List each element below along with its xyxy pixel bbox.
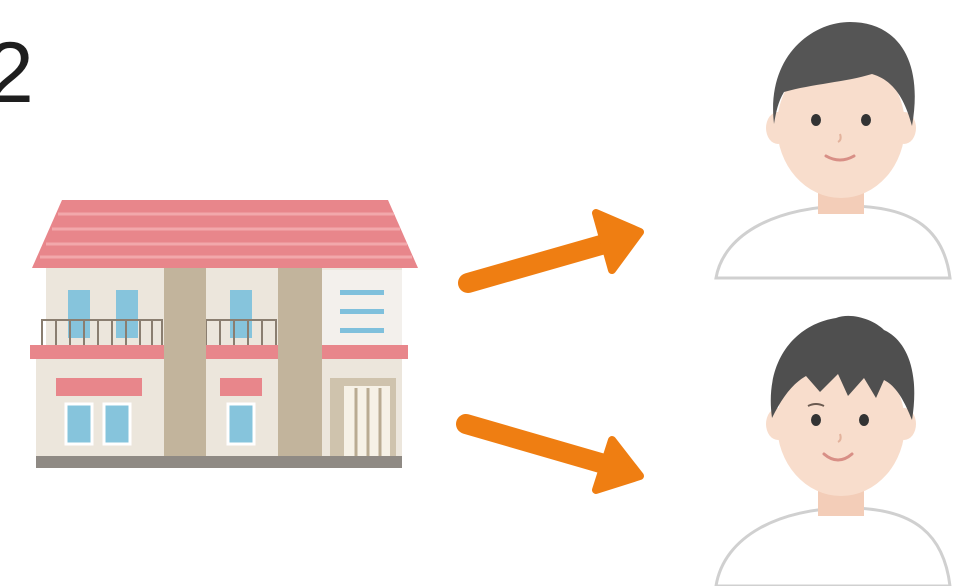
person-lower-eye-right bbox=[859, 414, 869, 426]
person-upper-eye-right bbox=[861, 114, 871, 126]
person-upper-eye-left bbox=[811, 114, 821, 126]
house-pillar-left bbox=[164, 268, 206, 464]
house-foundation bbox=[36, 456, 402, 468]
person-lower-eye-left bbox=[811, 414, 821, 426]
person-lower-body bbox=[716, 508, 950, 586]
arrow-up-right-icon bbox=[468, 213, 640, 283]
awning-right bbox=[220, 378, 262, 396]
person-upper bbox=[716, 22, 950, 278]
person-lower bbox=[716, 316, 950, 586]
house-floor-band bbox=[30, 345, 408, 359]
awning-left bbox=[56, 378, 142, 396]
house-illustration bbox=[30, 200, 418, 468]
arrow-down-right-icon bbox=[466, 424, 640, 490]
house-pillar-right bbox=[278, 268, 322, 464]
person-upper-body bbox=[716, 206, 950, 278]
